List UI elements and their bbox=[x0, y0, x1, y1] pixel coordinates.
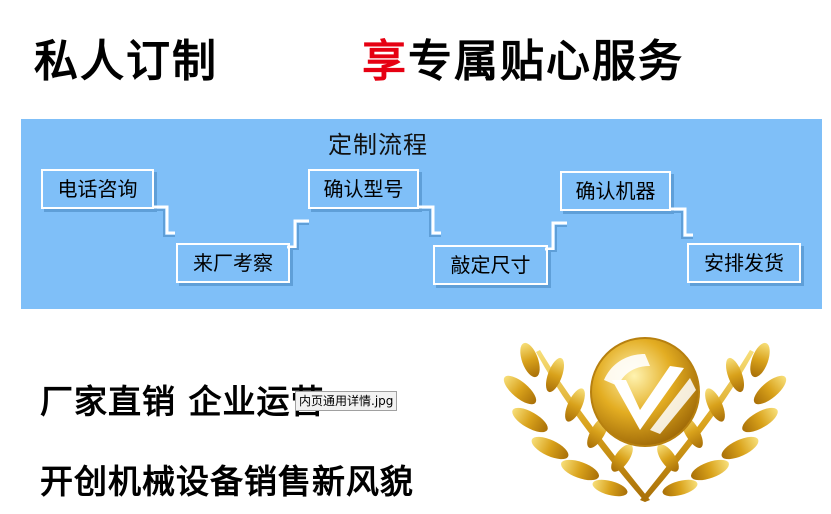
right-laurel-branch bbox=[640, 342, 787, 502]
step-arrow-up-icon bbox=[287, 219, 309, 250]
process-step-settle-size: 敲定尺寸 bbox=[433, 245, 548, 285]
step-arrow-down-icon bbox=[153, 205, 175, 237]
customization-process-panel: 定制流程 电话咨询 来厂考察 确认型号 敲定尺寸 确认机器 安排发货 bbox=[21, 119, 822, 309]
broken-image-alt-label: 内页通用详情.jpg bbox=[295, 391, 398, 411]
process-step-confirm-model: 确认型号 bbox=[308, 169, 419, 209]
left-laurel-branch bbox=[503, 342, 650, 502]
process-step-factory-visit: 来厂考察 bbox=[176, 243, 290, 283]
process-title: 定制流程 bbox=[328, 131, 428, 159]
step-arrow-down-icon bbox=[671, 207, 693, 239]
slogan-direct-sales: 厂家直销 企业运营 bbox=[40, 382, 325, 421]
laurel-wreath-logo-icon bbox=[503, 337, 787, 502]
headline-left-text: 私人订制 bbox=[34, 36, 218, 87]
headline-accent-character: 享 bbox=[362, 36, 408, 87]
headline-exclusive-service: 享专属贴心服务 bbox=[362, 30, 684, 94]
emblem-check-mark bbox=[612, 366, 684, 430]
step-arrow-up-icon bbox=[545, 221, 567, 252]
process-step-phone-consult: 电话咨询 bbox=[41, 169, 154, 209]
process-step-arrange-shipping: 安排发货 bbox=[687, 243, 801, 283]
headline-right-text: 专属贴心服务 bbox=[408, 36, 684, 87]
step-arrow-down-icon bbox=[419, 205, 441, 237]
headline-private-custom: 私人订制 bbox=[34, 30, 218, 94]
process-step-confirm-machine: 确认机器 bbox=[560, 171, 671, 211]
slogan-new-look: 开创机械设备销售新风貌 bbox=[40, 462, 414, 501]
